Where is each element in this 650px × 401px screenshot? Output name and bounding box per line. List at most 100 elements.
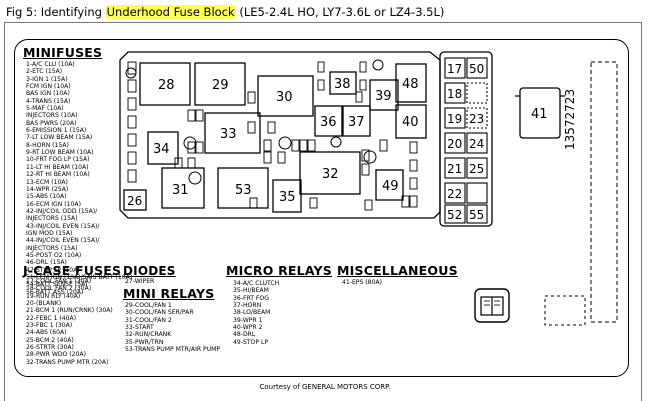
relay-area-outline — [119, 51, 441, 219]
figure-frame — [4, 22, 642, 401]
minifuses-item: INJECTORS (10A) — [26, 112, 78, 120]
minifuses-item: 54-BATT SENSE (5A) — [26, 281, 88, 289]
jcase-title: J-CASE FUSES — [23, 263, 122, 278]
jcase-item: 17-COOL FAN 1 (30A) — [26, 278, 92, 285]
mini-relays-item: 53-TRANS PUMP MTR/AIR PUMP — [125, 346, 221, 354]
relay-30-box — [257, 75, 314, 117]
minifuse-slots — [127, 61, 418, 211]
micro-relays-item: 48-DRL — [233, 331, 256, 339]
caption-suffix: (LE5-2.4L HO, LY7-3.6L or LZ4-3.5L) — [235, 5, 445, 19]
relay-53-box — [217, 167, 269, 209]
figure-caption: Fig 5: Identifying Underhood Fuse Block … — [6, 5, 444, 19]
minifuses-item: 12-RT HI BEAM (10A) — [26, 171, 90, 179]
minifuses-item: 43-INJ/COIL EVEN (15A)/ — [26, 222, 100, 230]
minifuses-item: 14-WPR (25A) — [26, 185, 69, 193]
minifuses-list: 1-A/C CLU (10A)2-ETC (15A)3-IGN 1 (15A)F… — [26, 61, 132, 296]
diodes-item: 27-WIPER — [125, 278, 155, 285]
connector-circles — [125, 59, 384, 185]
label-21: 21 — [447, 162, 462, 176]
label-29: 29 — [212, 78, 229, 93]
minifuses-item: 8-HORN (15A) — [26, 141, 69, 149]
minifuses-item: 13-ECM (10A) — [26, 178, 68, 186]
minifuses-item: 15-ABS (10A) — [26, 193, 67, 201]
diodes-title: DIODES — [123, 264, 176, 278]
jcase-column-outline — [439, 51, 493, 227]
micro-relays-item: 37-HORN — [233, 302, 262, 310]
jcase-item: 19-RUN RLY (40A) — [26, 292, 81, 300]
label-25: 25 — [469, 162, 484, 176]
minifuses-item: 56-BATT ASS (20A) — [26, 288, 84, 296]
label-37: 37 — [348, 115, 365, 130]
relay-48-box — [395, 63, 427, 103]
minifuses-item: 42-INJ/COIL ODD (15A)/ — [26, 207, 98, 215]
jcase-item: 21-BCM 1 (RUN/CRNK) (30A) — [26, 307, 113, 315]
jcase-item: 23-FBC 1 (30A) — [26, 322, 73, 330]
minifuses-item: 46-DRL (15A) — [26, 259, 67, 267]
minifuses-item: 10-FRT FOG LP (15A) — [26, 156, 90, 164]
minifuses-item: 1-A/C CLU (10A) — [26, 61, 75, 68]
minifuses-item: INJECTORS (15A) — [26, 244, 78, 252]
micro-relays-item: 35-HI/BEAM — [233, 287, 269, 295]
micro-relays-item: 36-FRT FOG — [233, 294, 269, 302]
jcase-item: 25-BCM 2 (40A) — [26, 336, 74, 344]
label-19: 19 — [447, 112, 462, 126]
label-17: 17 — [447, 62, 462, 76]
label-34: 34 — [153, 142, 170, 157]
courtesy-note: Courtesy of GENERAL MOTORS CORP. — [259, 383, 391, 391]
misc-item: 41-EPS (80A) — [342, 279, 382, 286]
jcase-item: 26-STRTR (30A) — [26, 344, 74, 352]
fuse-41-box — [519, 87, 561, 139]
relay-38-box — [329, 71, 357, 95]
relay-40-box — [395, 104, 427, 139]
fuse-block-outline — [14, 39, 629, 377]
misc-title: MISCELLANEOUS — [337, 263, 458, 278]
caption-highlight: Underhood Fuse Block — [105, 5, 236, 19]
mini-relays-item: 35-PWR/TRN — [125, 338, 164, 346]
jcase-item: 32-TRANS PUMP MTR (20A) — [26, 358, 109, 366]
label-28: 28 — [158, 78, 175, 93]
jcase-item: 18-COOL FAN 2 (30A) — [26, 285, 92, 293]
fuse-number-labels: 28 29 38 48 30 39 33 36 37 40 34 32 49 2… — [127, 62, 548, 222]
misc-list: 41-EPS (80A) — [342, 279, 382, 286]
jcase-item: 20-(BLANK) — [26, 300, 62, 308]
minifuses-item: 9-RT LOW BEAM (10A) — [26, 149, 94, 157]
minifuses-item: 16-ECM IGN (10A) — [26, 200, 81, 208]
minifuses-item: 3-IGN 1 (15A) — [26, 75, 68, 83]
relay-34-box — [147, 131, 179, 165]
micro-relays-item: 38-LO/BEAM — [233, 309, 271, 317]
minifuses-item: FCM IGN (10A) — [26, 83, 71, 91]
label-24: 24 — [469, 137, 484, 151]
label-50: 50 — [469, 62, 484, 76]
dashed-area-bottom — [544, 295, 586, 326]
diodes-list: 27-WIPER — [125, 278, 154, 285]
minifuses-item: 47-STOP LP (10A) — [26, 266, 80, 274]
jcase-item: 28-PWR WDO (20A) — [26, 351, 86, 359]
manual-book-icon — [474, 288, 510, 323]
label-41: 41 — [531, 107, 548, 122]
label-48: 48 — [402, 77, 419, 92]
label-32: 32 — [322, 167, 339, 182]
label-26: 26 — [127, 194, 142, 208]
minifuses-item: 4-TRANS (15A) — [26, 97, 71, 105]
relay-37-box — [342, 105, 371, 137]
label-18: 18 — [447, 87, 462, 101]
label-33: 33 — [220, 127, 237, 142]
minifuses-item: 5-MAF (10A) — [26, 105, 64, 113]
jcase-list: 17-COOL FAN 1 (30A)18-COOL FAN 2 (30A)19… — [26, 278, 113, 366]
minifuses-item: 45-POST O2 (10A) — [26, 251, 82, 259]
minifuses-item: 44-INJ/COIL EVEN (15A)/ — [26, 237, 100, 245]
label-52: 52 — [447, 208, 462, 222]
relay-32-box — [299, 151, 361, 195]
relay-36-box — [314, 105, 343, 137]
minifuses-item: 51-FCM IGN (10A)/SAIS BATT (10A) — [26, 273, 133, 281]
label-53: 53 — [235, 183, 252, 198]
label-40: 40 — [402, 115, 419, 130]
label-49: 49 — [382, 179, 399, 194]
caption-prefix: Fig 5: Identifying — [6, 5, 106, 19]
mini-relays-item: 29-COOL/FAN 1 — [125, 302, 172, 309]
mini-relays-item: 31-COOL/FAN 2 — [125, 316, 172, 324]
label-55: 55 — [469, 208, 484, 222]
